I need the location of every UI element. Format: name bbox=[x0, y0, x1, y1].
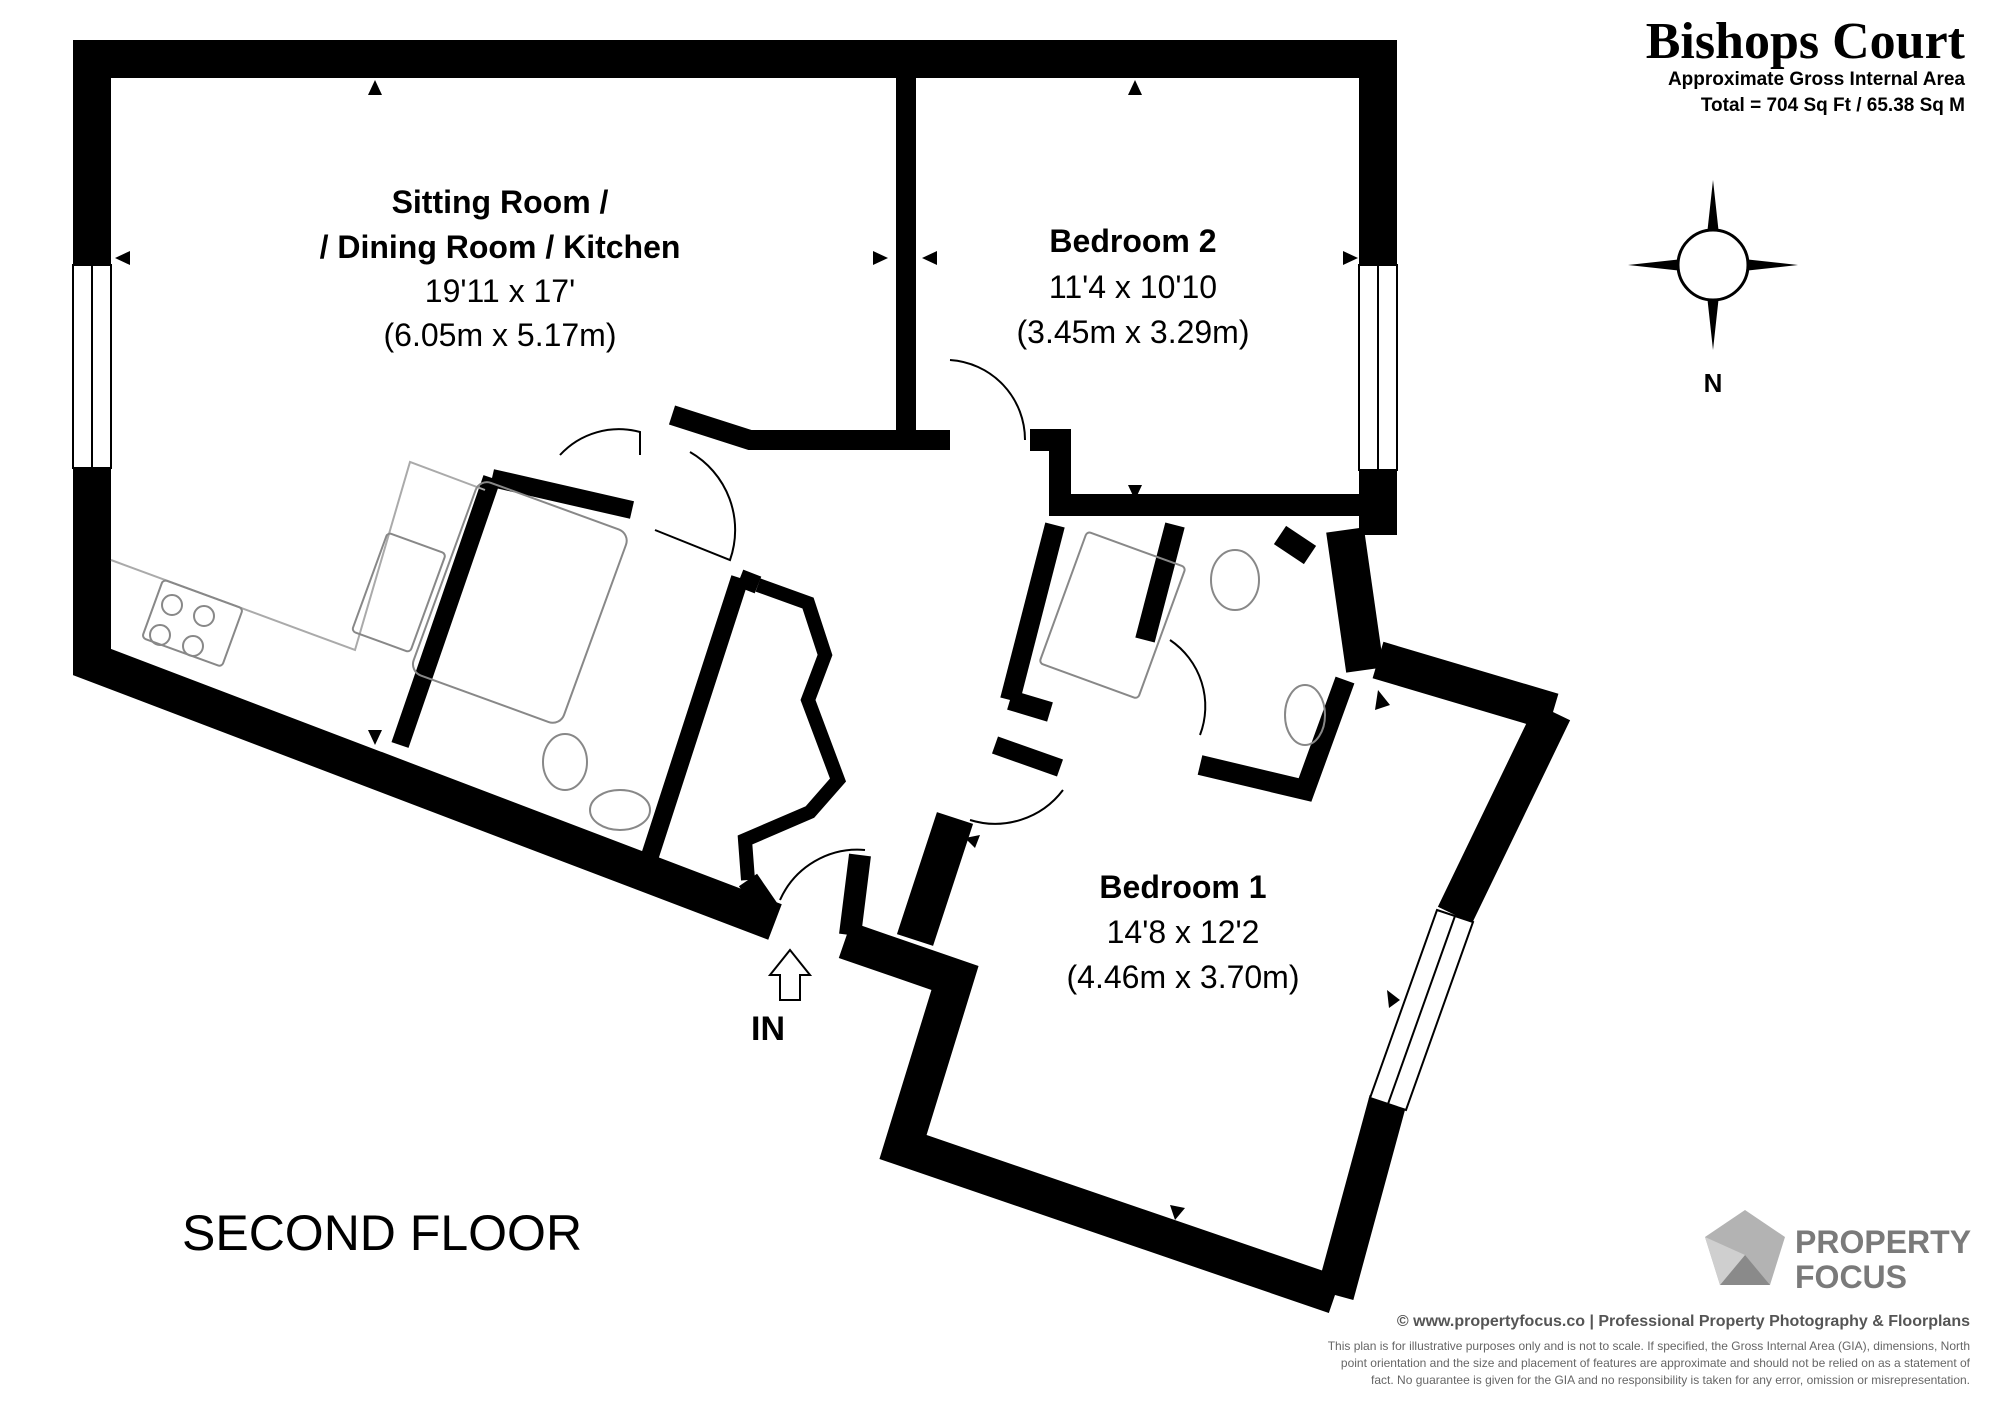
room-dim-metric: (3.45m x 3.29m) bbox=[1017, 314, 1250, 350]
brand: PROPERTY FOCUS bbox=[1795, 1224, 1971, 1295]
wall-entrance-right bbox=[839, 853, 871, 937]
kitchen-counter bbox=[110, 460, 486, 652]
wall-bedroom1-right-lower bbox=[1316, 1095, 1407, 1300]
wall-ensuite-left bbox=[1000, 522, 1065, 703]
page-subtitle: Approximate Gross Internal Area bbox=[1668, 69, 1965, 90]
room-dim-imperial: 19'11 x 17' bbox=[425, 273, 575, 309]
wall-bedroom1-top bbox=[1372, 641, 1559, 731]
fixtures bbox=[110, 460, 1326, 831]
wall-ensuite-inner-right bbox=[1197, 676, 1355, 802]
property-focus-logo bbox=[1705, 1210, 1785, 1285]
room-name: Bedroom 1 bbox=[1099, 869, 1266, 905]
basin-bath bbox=[589, 789, 651, 831]
brand-line2: FOCUS bbox=[1795, 1259, 1907, 1295]
room-bedroom2: Bedroom 2 11'4 x 10'10 (3.45m x 3.29m) bbox=[1017, 223, 1250, 350]
room-bedroom1: Bedroom 1 14'8 x 12'2 (4.46m x 3.70m) bbox=[1067, 869, 1300, 995]
wall-sitting-bottom-stub bbox=[668, 405, 950, 450]
footer-disclaimer-3: fact. No guarantee is given for the GIA … bbox=[1371, 1373, 1970, 1387]
wall-ensuite-mid bbox=[1135, 522, 1185, 643]
doors bbox=[559, 359, 1207, 901]
entrance-label: IN bbox=[751, 1010, 785, 1048]
door-bedroom1 bbox=[969, 789, 1064, 825]
wall-bedroom2-bottom bbox=[1030, 429, 1378, 516]
page-title: Bishops Court bbox=[1646, 13, 1966, 70]
sink bbox=[351, 532, 446, 653]
room-name-line1: Sitting Room / bbox=[392, 184, 609, 220]
total-area: Total = 704 Sq Ft / 65.38 Sq M bbox=[1701, 95, 1965, 116]
wall-bedroom1-right bbox=[1437, 703, 1571, 924]
floor-label: SECOND FLOOR bbox=[182, 1205, 582, 1261]
footer-disclaimer-1: This plan is for illustrative purposes o… bbox=[1328, 1339, 1970, 1353]
room-name: Bedroom 2 bbox=[1049, 223, 1216, 259]
brand-line1: PROPERTY bbox=[1795, 1224, 1971, 1260]
walls bbox=[73, 40, 1571, 1313]
room-dim-metric: (4.46m x 3.70m) bbox=[1067, 959, 1300, 995]
entrance-arrow bbox=[767, 948, 813, 1001]
room-name-line2: / Dining Room / Kitchen bbox=[320, 229, 681, 265]
wall-ensuite-right bbox=[1326, 527, 1384, 673]
toilet-bath bbox=[542, 733, 588, 791]
toilet-ensuite bbox=[1210, 549, 1260, 611]
footer-credit: © www.propertyfocus.co | Professional Pr… bbox=[1397, 1313, 1970, 1330]
wall-ensuite-stub bbox=[1273, 525, 1317, 565]
footer: © www.propertyfocus.co | Professional Pr… bbox=[1328, 1313, 1971, 1387]
door-sitting bbox=[559, 428, 641, 456]
compass-icon bbox=[1628, 180, 1798, 350]
wall-bath-left bbox=[391, 475, 501, 748]
windows bbox=[72, 264, 1475, 1112]
hob bbox=[142, 579, 243, 667]
door-bath bbox=[654, 451, 737, 562]
header: Bishops Court Approximate Gross Internal… bbox=[1646, 13, 1966, 116]
room-dim-metric: (6.05m x 5.17m) bbox=[384, 317, 617, 353]
dimension-markers bbox=[115, 80, 1400, 1220]
room-dim-imperial: 14'8 x 12'2 bbox=[1107, 914, 1260, 950]
door-entrance bbox=[779, 848, 866, 901]
shower-tray bbox=[1039, 531, 1186, 699]
wall-bath-right bbox=[639, 575, 749, 865]
wall-ensuite-bottom bbox=[1007, 690, 1053, 722]
wall-bath-top bbox=[489, 469, 635, 519]
door-ensuite bbox=[1169, 639, 1207, 736]
wall-bath-top-right bbox=[736, 569, 762, 594]
footer-disclaimer-2: point orientation and the size and place… bbox=[1341, 1356, 1971, 1370]
basin-ensuite bbox=[1284, 684, 1326, 746]
wall-entrance-left bbox=[738, 873, 780, 919]
wall-bedroom1-left bbox=[896, 812, 974, 946]
door-bedroom2 bbox=[949, 359, 1027, 441]
compass-label: N bbox=[1704, 368, 1723, 398]
wall-cupboard bbox=[737, 578, 847, 881]
room-dim-imperial: 11'4 x 10'10 bbox=[1049, 269, 1217, 305]
bathtub bbox=[411, 481, 628, 724]
wall-bedroom1-bottom-left bbox=[838, 922, 1342, 1313]
wall-ensuite-closet bbox=[991, 736, 1064, 777]
room-sitting: Sitting Room / / Dining Room / Kitchen 1… bbox=[320, 184, 681, 353]
wall-sitting-left-lower bbox=[73, 468, 782, 940]
